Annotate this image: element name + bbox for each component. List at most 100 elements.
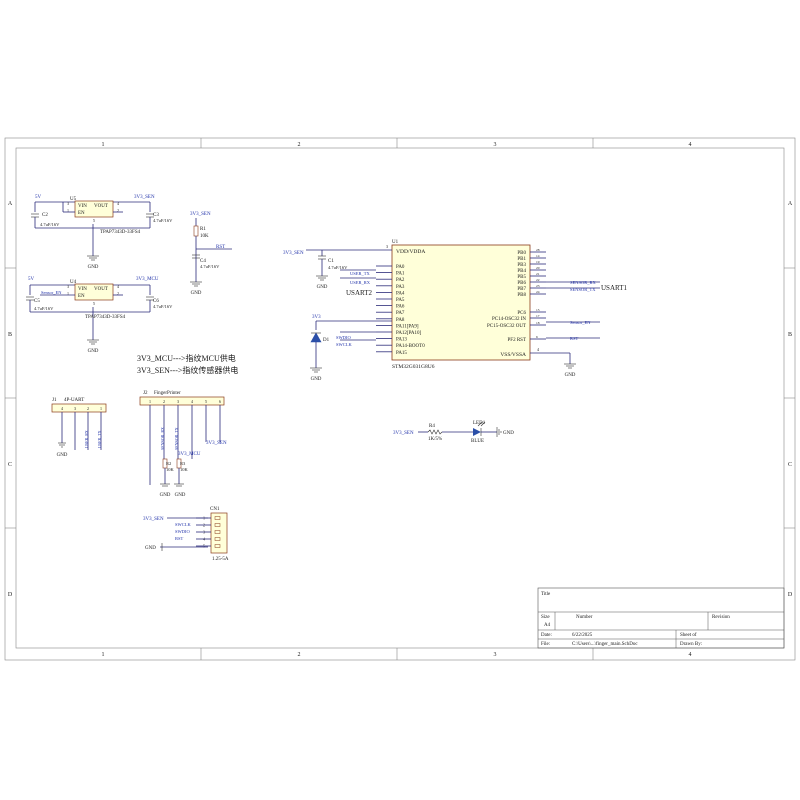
u1-left-pin-label: PA12[PA10] bbox=[396, 331, 422, 336]
u1-right-pin-label: PC6 bbox=[517, 311, 526, 316]
tb-size-label: Size bbox=[541, 615, 550, 620]
r4-body bbox=[427, 429, 443, 435]
j1-pin-number: 4 bbox=[61, 406, 63, 411]
cn1-ref: CN1 bbox=[210, 507, 220, 512]
u1-vdd-pin-num: 3 bbox=[386, 244, 388, 249]
u1-right-pin-label: PB1 bbox=[517, 257, 526, 262]
u1-right-pin-label: PB7 bbox=[517, 287, 526, 292]
u1-right-pin-label: PB8 bbox=[517, 293, 526, 298]
d1-ref: D1 bbox=[323, 338, 330, 343]
u5-body bbox=[74, 200, 114, 218]
tb-title-label: Title bbox=[541, 592, 551, 597]
cn1-gnd: GND bbox=[145, 546, 156, 551]
rst-net-right: RST bbox=[570, 336, 579, 341]
j2-net-3v3-mcu: 3V3_MCU bbox=[178, 452, 201, 457]
u1-vdd-net: 3V3_SEN bbox=[283, 251, 304, 256]
led-ref: LED1 bbox=[473, 421, 486, 426]
c4-value: 4.7uF/16V bbox=[200, 264, 220, 269]
frame-col-4-bottom: 4 bbox=[689, 652, 692, 658]
c5-value: 4.7uF/16V bbox=[34, 306, 54, 311]
u5-pin-5: 5 bbox=[93, 218, 95, 223]
u5-pin-4: 4 bbox=[117, 201, 119, 206]
u1-right-pin-number: 17 bbox=[536, 314, 540, 318]
frame-col-2-top: 2 bbox=[298, 142, 301, 148]
u4-pin-5: 5 bbox=[93, 301, 95, 306]
r3-value: 10K bbox=[180, 467, 189, 472]
frame-row-d-right: D bbox=[788, 592, 793, 598]
c2-value: 4.7uF/16V bbox=[40, 222, 60, 227]
j2-pin-number: 2 bbox=[163, 399, 165, 404]
u1-right-pin-label: PB4 bbox=[517, 269, 526, 274]
u1-left-pins: PA0PA1PA2PA3PA4PA5PA6PA7PA8PA11[PA9]PA12… bbox=[340, 265, 425, 356]
power-note-mcu: 3V3_MCU--->指纹MCU供电 bbox=[137, 353, 236, 363]
d1-gnd: GND bbox=[311, 377, 322, 382]
u5-out-net: 3V3_SEN bbox=[134, 195, 155, 200]
j2-pin-number: 5 bbox=[205, 399, 207, 404]
led-net: 3V3_SEN bbox=[393, 431, 414, 436]
cn1-swdio: SWDIO bbox=[175, 529, 190, 534]
u1-ref: U1 bbox=[392, 240, 399, 245]
tb-sheet-label: Sheet of bbox=[680, 633, 697, 638]
u1-pin-vdd: VDD/VDDA bbox=[396, 249, 425, 255]
frame-row-a-left: A bbox=[8, 201, 13, 207]
j2-pin-number: 6 bbox=[219, 399, 221, 404]
u1-right-pin-number: 24 bbox=[536, 290, 540, 294]
j2-ref: J2 bbox=[143, 391, 148, 396]
u5-pin-en: EN bbox=[78, 211, 85, 216]
u1-vss-pin-num: 4 bbox=[537, 347, 539, 352]
frame-row-c-right: C bbox=[788, 462, 792, 468]
u1-right-pin-number: 22 bbox=[536, 278, 540, 282]
j1-ref: J1 bbox=[52, 398, 57, 403]
frame-col-3-bottom: 3 bbox=[494, 652, 497, 658]
j2-pin-number: 3 bbox=[177, 399, 179, 404]
u4-enable-net: Sensor_EN bbox=[41, 290, 62, 295]
frame-row-a-right: A bbox=[788, 201, 793, 207]
cn1-rst: RST bbox=[175, 536, 184, 541]
j2-pin-number: 1 bbox=[149, 399, 151, 404]
u4-gnd: GND bbox=[88, 349, 99, 354]
power-note-sensor: 3V3_SEN--->指纹传感器供电 bbox=[137, 365, 238, 375]
j1-pin-number: 2 bbox=[87, 406, 89, 411]
usart1-label: USART1 bbox=[601, 284, 628, 292]
u5-gnd: GND bbox=[88, 265, 99, 270]
c5-ref: C5 bbox=[34, 299, 40, 304]
regulator-u5: 5V 3V3_SEN U5 VIN VOUT EN 3 4 1 2 5 C2 4… bbox=[31, 195, 173, 270]
c4-ref: C4 bbox=[200, 259, 206, 264]
frame-row-d-left: D bbox=[8, 592, 13, 598]
frame-col-1-top: 1 bbox=[102, 142, 105, 148]
u5-ref: U5 bbox=[70, 197, 77, 202]
u1-left-pin-label: PA15 bbox=[396, 351, 407, 356]
u1-right-pin-number: 14 bbox=[536, 254, 540, 258]
tb-file: C:\Users\...\finger_main.SchDoc bbox=[572, 642, 638, 647]
j2-body bbox=[139, 396, 225, 406]
r1-value: 10K bbox=[200, 234, 209, 239]
swd-swclk: SWCLK bbox=[336, 342, 353, 347]
j1-pin-number: 1 bbox=[100, 406, 102, 411]
u4-body bbox=[74, 283, 114, 301]
tb-number-label: Number bbox=[576, 615, 593, 620]
u1-right-pin-number: 15 bbox=[536, 308, 540, 312]
u1-left-pin-label: PA4 bbox=[396, 291, 405, 296]
u1-right-pin-label: PB5 bbox=[517, 275, 526, 280]
tb-revision-label: Revision bbox=[712, 615, 730, 620]
u5-pin-vin: VIN bbox=[78, 204, 87, 209]
u4-pin-vin: VIN bbox=[78, 287, 87, 292]
cn1-body bbox=[210, 512, 228, 554]
usart1-sensor-rx: SENSOR_RX bbox=[570, 280, 597, 285]
u5-pin-3: 3 bbox=[67, 201, 69, 206]
cn1-pin-pad bbox=[214, 544, 221, 548]
usart1-sensor-tx: SENSOR_TX bbox=[570, 287, 596, 292]
j1-body bbox=[51, 403, 107, 413]
frame-row-b-right: B bbox=[788, 332, 792, 338]
usart2-label: USART2 bbox=[346, 289, 373, 297]
led-gnd: GND bbox=[503, 431, 514, 436]
title-block: Title Size A4 Number Revision Date: 6/22… bbox=[537, 587, 785, 649]
c6-ref: C6 bbox=[153, 299, 159, 304]
tb-size: A4 bbox=[544, 623, 551, 628]
u1-left-pin-label: PA6 bbox=[396, 305, 405, 310]
drawing-frame: 1 2 3 4 1 2 3 4 A B C D A B C D bbox=[4, 137, 796, 661]
mcu-u1: U1 VDD/VDDA VSS/VSSA STM32G031G8U6 PA0PA… bbox=[283, 240, 628, 382]
u1-right-pins: PB028PB114PB319PB420PB521PB622PB723PB824… bbox=[487, 248, 600, 343]
